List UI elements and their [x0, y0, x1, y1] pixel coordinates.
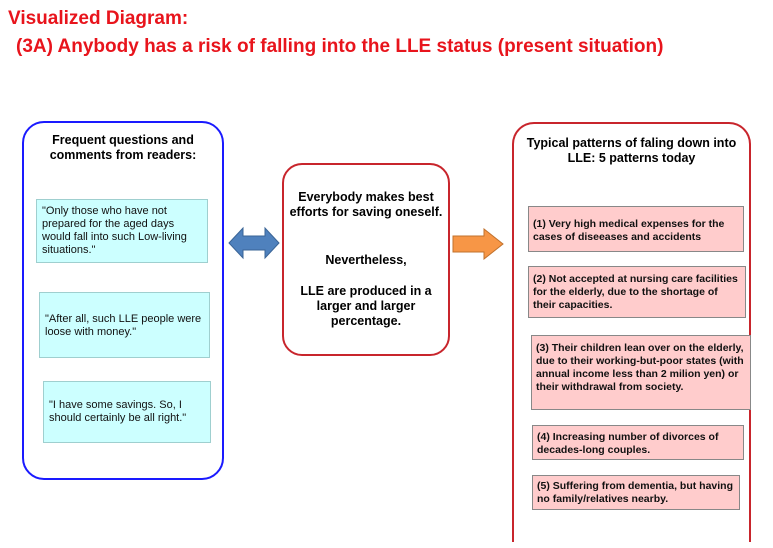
reader-quote-1: "Only those who have not prepared for th…: [36, 199, 208, 263]
center-text-nevertheless: Nevertheless,: [325, 253, 407, 267]
lle-patterns-title: Typical patterns of faling down into LLE…: [526, 136, 737, 165]
center-text-efforts: Everybody makes best efforts for saving …: [289, 190, 443, 219]
lle-patterns-panel: Typical patterns of faling down into LLE…: [512, 122, 751, 542]
title-line-2: (3A) Anybody has a risk of falling into …: [16, 36, 664, 57]
pattern-5-dementia: (5) Suffering from dementia, but having …: [532, 475, 740, 510]
pattern-2-nursing-care: (2) Not accepted at nursing care facilit…: [528, 266, 746, 318]
pattern-4-divorces: (4) Increasing number of divorces of dec…: [532, 425, 744, 460]
reader-quote-2: "After all, such LLE people were loose w…: [39, 292, 210, 358]
title-line-1: Visualized Diagram:: [8, 8, 189, 29]
center-message-panel: [282, 163, 450, 356]
pattern-1-medical-expenses: (1) Very high medical expenses for the c…: [528, 206, 744, 252]
right-arrow-icon: [452, 228, 504, 260]
reader-comments-title: Frequent questions and comments from rea…: [49, 133, 197, 162]
reader-quote-3: "I have some savings. So, I should certa…: [43, 381, 211, 443]
center-text-lle-produced: LLE are produced in a larger and larger …: [300, 284, 432, 328]
pattern-3-children-dependence: (3) Their children lean over on the elde…: [531, 335, 751, 410]
double-headed-arrow-icon: [228, 226, 280, 260]
